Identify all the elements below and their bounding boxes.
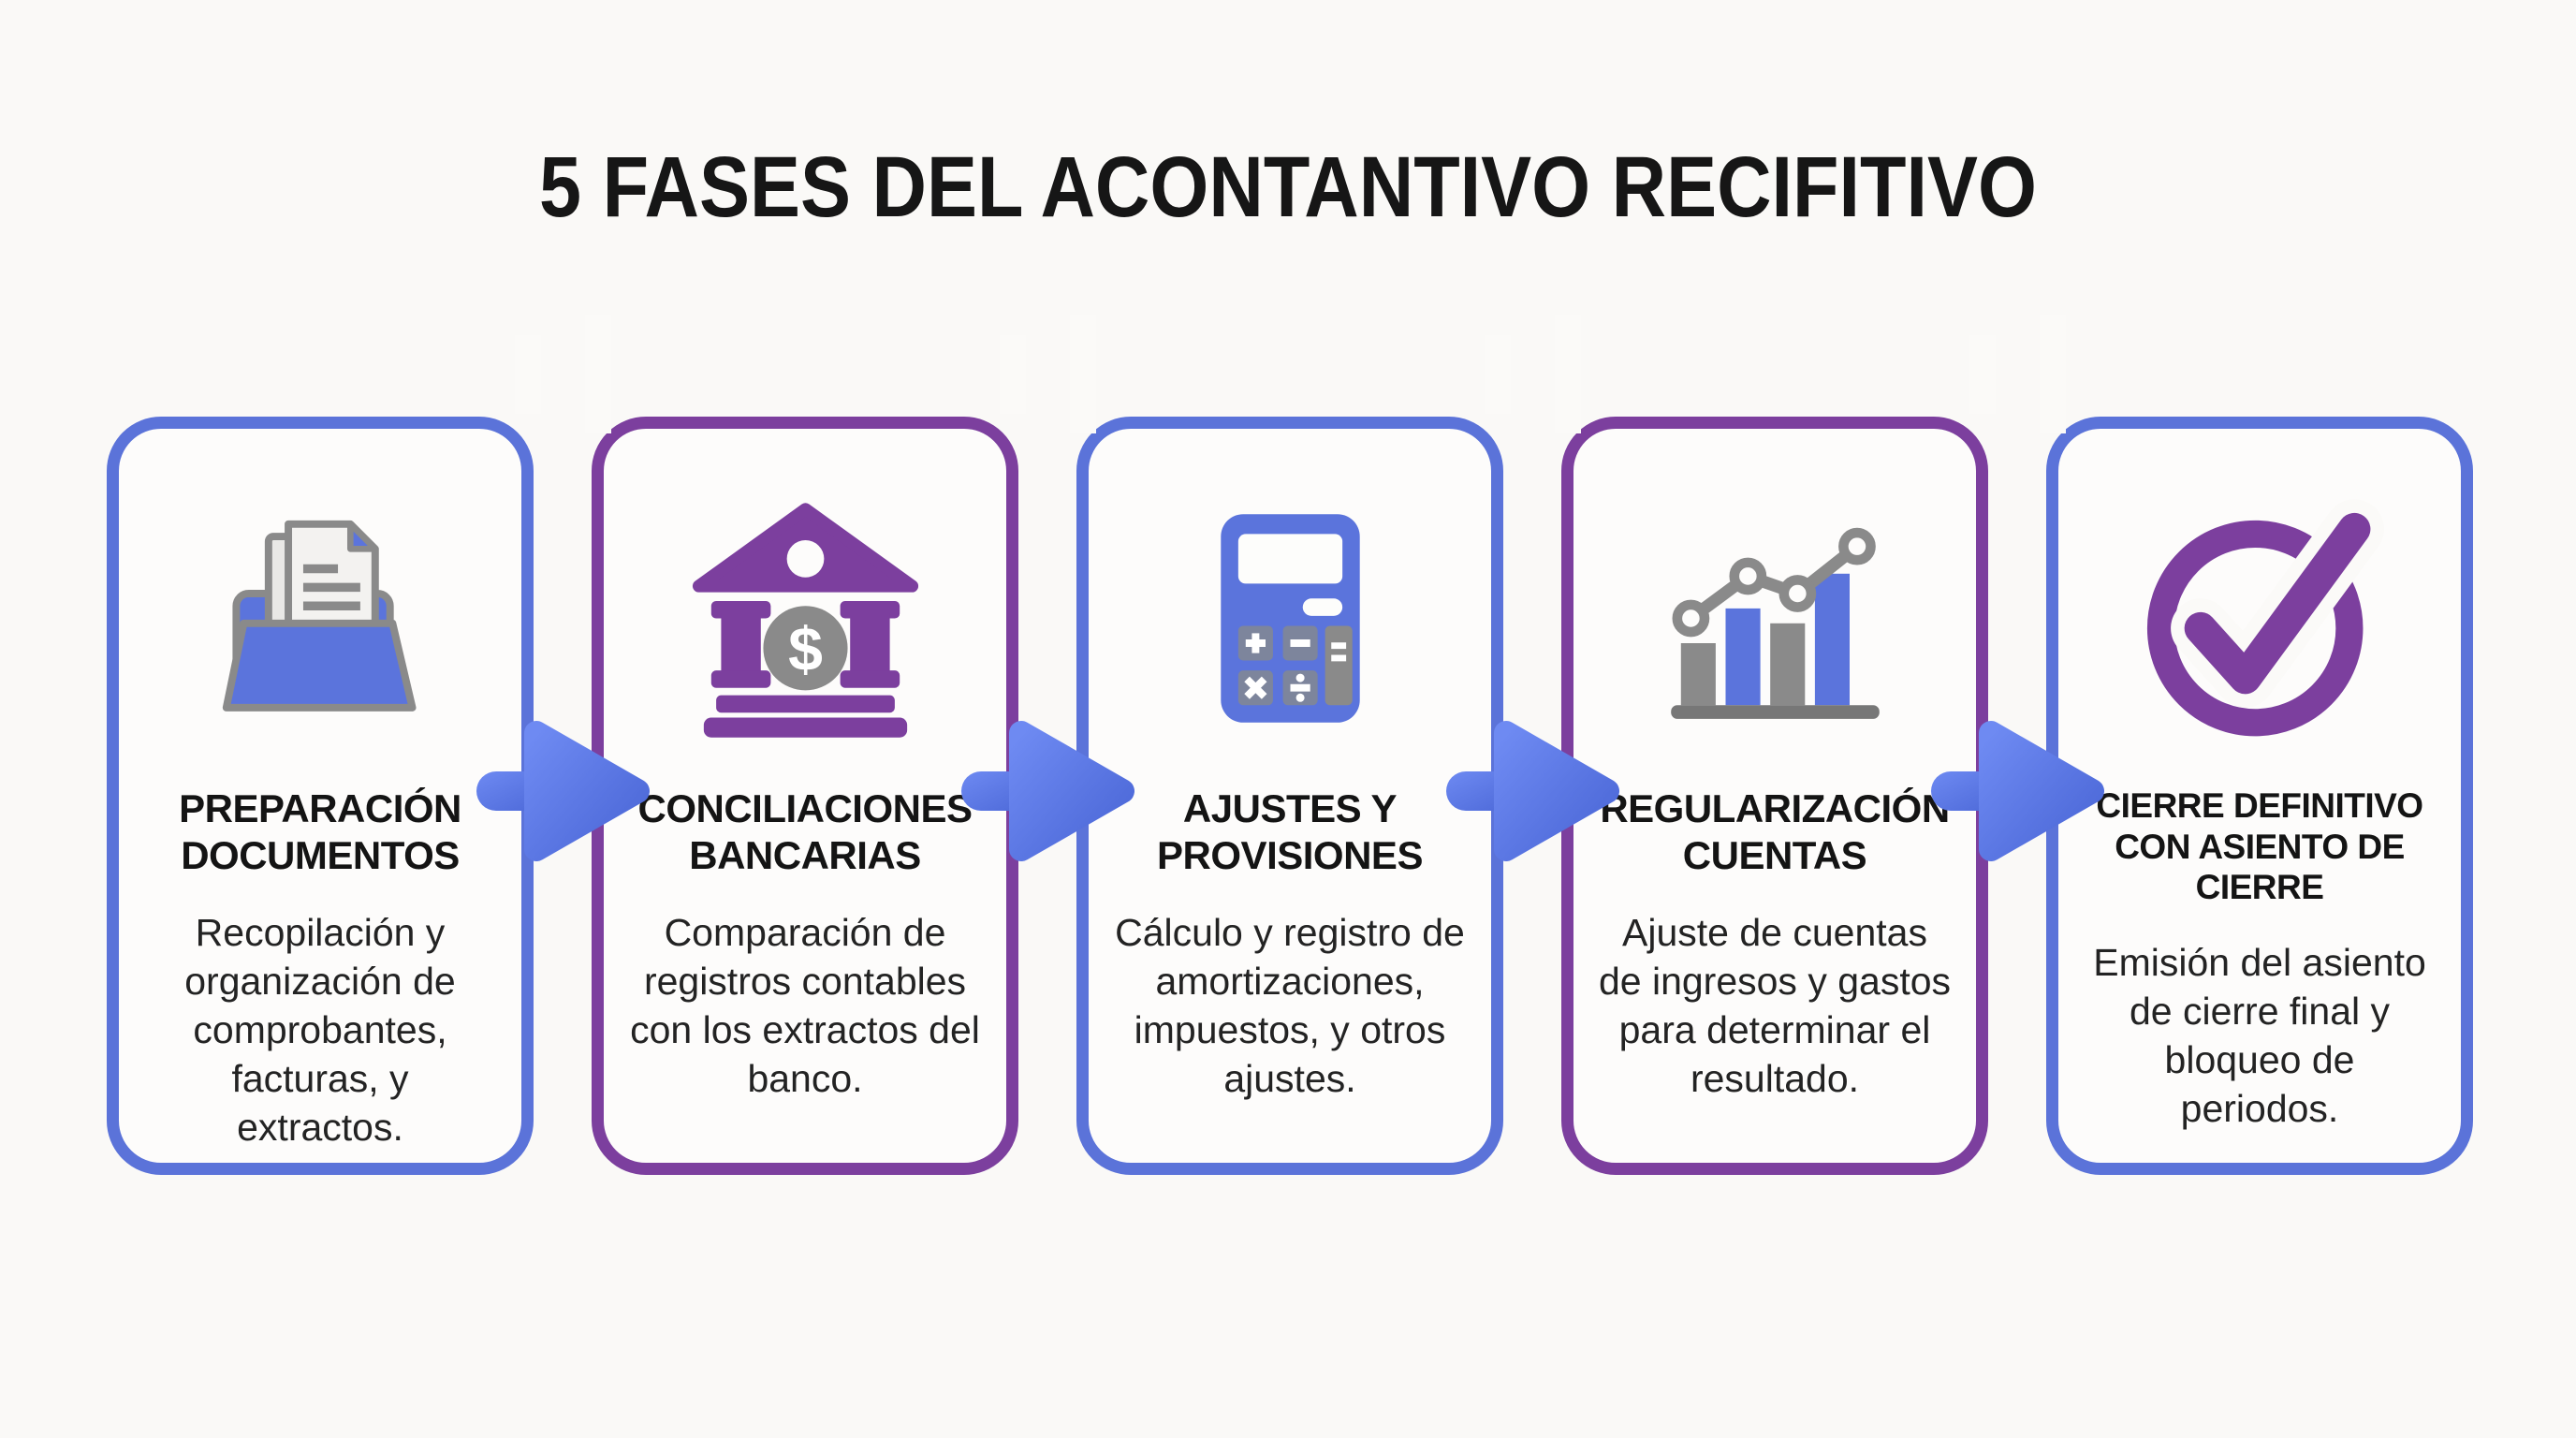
border-gap bbox=[1485, 335, 1511, 414]
phases-row: PREPARACIÓN DOCUMENTOS Recopilación y or… bbox=[107, 417, 2473, 1175]
border-gap bbox=[585, 315, 611, 433]
arrow-right-icon bbox=[1931, 721, 2104, 861]
phase-description: Ajuste de cuentas de ingresos y gastos p… bbox=[1598, 911, 1952, 1101]
border-gap bbox=[1969, 335, 1996, 414]
arrow-right-icon bbox=[961, 721, 1134, 861]
phase-card-5: CIERRE DEFINITIVO CON ASIENTO DE CIERRE … bbox=[2046, 417, 2473, 1175]
phase-description: Comparación de registros contables con l… bbox=[630, 911, 980, 1101]
border-gap bbox=[1070, 315, 1096, 433]
arrow-right-icon bbox=[476, 721, 650, 861]
page-title: 5 FASES DEL ACONTANTIVO RECIFITIVO bbox=[539, 139, 2037, 235]
phase-card-2: $ CONCILIACIONES BANCARIAS Comparación d… bbox=[592, 417, 1018, 1175]
bank-icon: $ bbox=[681, 494, 929, 742]
phase-description: Emisión del asiento de cierre final y bl… bbox=[2093, 940, 2426, 1131]
folder-documents-icon bbox=[197, 494, 445, 742]
phase-title: AJUSTES Y PROVISIONES bbox=[1157, 786, 1423, 877]
arrow-right-icon bbox=[1446, 721, 1619, 861]
phase-title: CIERRE DEFINITIVO CON ASIENTO DE CIERRE bbox=[2096, 786, 2423, 907]
svg-text:$: $ bbox=[788, 615, 823, 684]
phase-title: PREPARACIÓN DOCUMENTOS bbox=[179, 786, 461, 877]
check-circle-icon bbox=[2136, 494, 2384, 742]
border-gap bbox=[515, 335, 541, 414]
phase-description: Cálculo y registro de amortizaciones, im… bbox=[1115, 911, 1465, 1101]
phase-card-4: REGULARIZACIÓN CUENTAS Ajuste de cuentas… bbox=[1561, 417, 1988, 1175]
phase-card-3: AJUSTES Y PROVISIONES Cálculo y registro… bbox=[1076, 417, 1503, 1175]
border-gap bbox=[1555, 315, 1581, 433]
border-gap bbox=[1000, 335, 1026, 414]
phase-card-1: PREPARACIÓN DOCUMENTOS Recopilación y or… bbox=[107, 417, 534, 1175]
bar-chart-icon bbox=[1651, 494, 1899, 742]
calculator-icon bbox=[1166, 494, 1414, 742]
phase-title: REGULARIZACIÓN CUENTAS bbox=[1600, 786, 1950, 877]
phase-title: CONCILIACIONES BANCARIAS bbox=[637, 786, 973, 877]
phase-description: Recopilación y organización de comproban… bbox=[184, 911, 456, 1150]
border-gap bbox=[2040, 315, 2066, 433]
